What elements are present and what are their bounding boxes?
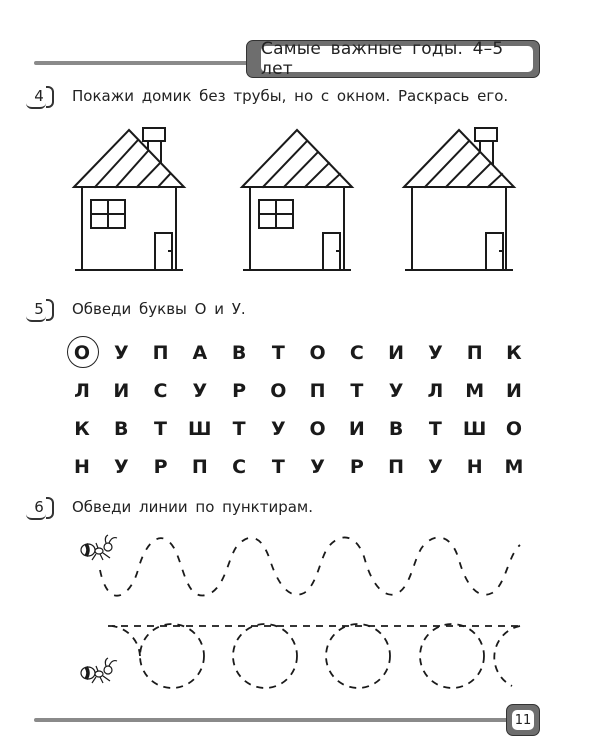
page-number: 11 (512, 710, 534, 730)
letter[interactable]: А (192, 342, 208, 364)
letter[interactable]: Т (350, 380, 364, 402)
letter[interactable]: М (465, 380, 485, 402)
letter[interactable]: Т (154, 418, 168, 440)
houses-illustration (71, 127, 517, 271)
letter[interactable]: В (388, 418, 404, 440)
house-1[interactable] (71, 127, 187, 271)
house-2[interactable] (239, 128, 355, 271)
letter[interactable]: У (388, 380, 404, 402)
letter[interactable]: П (152, 342, 169, 364)
task-number: 5 (26, 299, 54, 322)
letter-circled[interactable]: О (67, 336, 99, 368)
letter[interactable]: П (388, 456, 405, 478)
ant-icon (80, 534, 118, 561)
task-number: 6 (26, 497, 54, 520)
letter[interactable]: У (113, 456, 129, 478)
letter[interactable]: Р (232, 380, 247, 402)
letter[interactable]: С (153, 380, 168, 402)
letter[interactable]: О (309, 342, 326, 364)
header-rule (34, 61, 254, 65)
letter[interactable]: К (74, 418, 90, 440)
ant-icon (80, 657, 118, 684)
task-6-header: 6 Обведи линии по пунктирам. (26, 497, 314, 520)
letter[interactable]: У (310, 456, 325, 478)
letter-row: О У П А В Т О С И У П К (67, 334, 528, 372)
task-instruction: Покажи домик без трубы, но с окном. Раск… (72, 87, 509, 105)
letter[interactable]: У (192, 380, 208, 402)
letter[interactable]: Ш (462, 418, 487, 440)
loops-trace-line[interactable] (108, 623, 521, 689)
letter[interactable]: В (114, 418, 129, 440)
letter[interactable]: У (271, 418, 286, 440)
letter[interactable]: И (348, 418, 365, 440)
task-instruction: Обведи буквы О и У. (72, 300, 246, 318)
task-4-header: 4 Покажи домик без трубы, но с окном. Ра… (26, 86, 509, 109)
letter[interactable]: У (428, 456, 443, 478)
letter[interactable]: Р (349, 456, 364, 478)
letter[interactable]: У (428, 342, 443, 364)
letter[interactable]: Р (153, 456, 168, 478)
letter[interactable]: Т (271, 342, 285, 364)
header-title: Самые важные годы. 4–5 лет (261, 39, 533, 79)
page-number-badge: 11 (506, 704, 540, 736)
letter[interactable]: О (270, 380, 287, 402)
task-number: 4 (26, 86, 54, 109)
letter[interactable]: К (506, 342, 522, 364)
letter[interactable]: Л (74, 380, 90, 402)
letter[interactable]: С (232, 456, 247, 478)
letter-row: Л И С У Р О П Т У Л М И (68, 372, 528, 410)
letter[interactable]: О (309, 418, 326, 440)
letters-grid: О У П А В Т О С И У П К Л И С У Р О П Т … (67, 334, 528, 486)
letter[interactable]: С (349, 342, 364, 364)
letter[interactable]: У (113, 342, 129, 364)
letter[interactable]: Ш (188, 418, 212, 440)
letter-row: Н У Р П С Т У Р П У Н М (68, 448, 528, 486)
letter[interactable]: М (504, 456, 524, 478)
letter-row: К В Т Ш Т У О И В Т Ш О (68, 410, 528, 448)
letter[interactable]: П (466, 342, 483, 364)
letter[interactable]: И (113, 380, 130, 402)
letter[interactable]: И (505, 380, 522, 402)
letter[interactable]: Т (271, 456, 285, 478)
letter[interactable]: О (505, 418, 522, 440)
letter[interactable]: Т (428, 418, 442, 440)
wave-trace-line[interactable] (99, 536, 521, 597)
header-badge: Самые важные годы. 4–5 лет (246, 39, 540, 79)
letter[interactable]: В (231, 342, 247, 364)
letter[interactable]: П (309, 380, 326, 402)
task-5-header: 5 Обведи буквы О и У. (26, 299, 246, 322)
footer-rule (34, 718, 514, 722)
letter[interactable]: Л (427, 380, 444, 402)
house-3[interactable] (401, 127, 517, 271)
task-instruction: Обведи линии по пунктирам. (72, 498, 314, 516)
letter[interactable]: И (388, 342, 405, 364)
letter[interactable]: Т (232, 418, 246, 440)
letter[interactable]: П (191, 456, 208, 478)
letter[interactable]: Н (74, 456, 90, 478)
letter[interactable]: Н (466, 456, 483, 478)
tracing-area (80, 534, 521, 689)
